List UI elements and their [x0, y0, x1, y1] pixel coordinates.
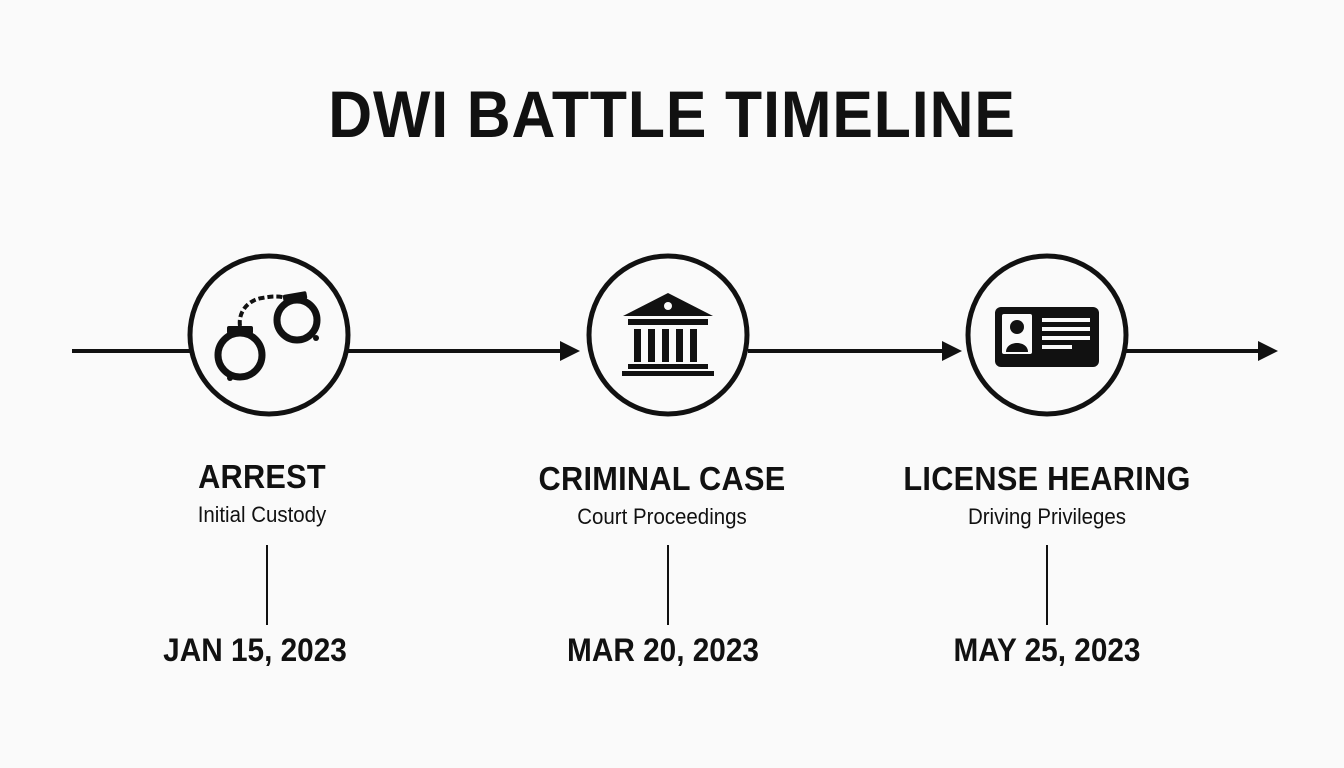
step-criminal-case: CRIMINAL CASE Court Proceedings — [482, 460, 842, 530]
connector-line — [1046, 545, 1048, 625]
step-date: JAN 15, 2023 — [163, 632, 347, 668]
step-subtitle: Initial Custody — [197, 502, 327, 527]
step-circle-criminal-case — [586, 253, 750, 417]
step-name: ARREST — [198, 458, 326, 495]
arrow-icon — [1258, 341, 1278, 361]
handcuffs-icon — [214, 291, 321, 381]
id-card-icon — [995, 307, 1099, 367]
step-date: MAY 25, 2023 — [953, 632, 1141, 668]
page-title: DWI BATTLE TIMELINE — [328, 77, 1016, 151]
step-circle-arrest — [187, 253, 351, 417]
step-subtitle: Court Proceedings — [577, 504, 747, 529]
courthouse-icon — [622, 293, 714, 376]
arrow-icon — [560, 341, 580, 361]
arrow-icon — [942, 341, 962, 361]
step-date: MAR 20, 2023 — [567, 632, 759, 668]
step-subtitle: Driving Privileges — [967, 504, 1127, 529]
step-name: CRIMINAL CASE — [538, 460, 786, 497]
step-arrest: ARREST Initial Custody — [82, 458, 442, 528]
step-name: LICENSE HEARING — [903, 460, 1191, 497]
connector-line — [667, 545, 669, 625]
connector-line — [266, 545, 268, 625]
step-license-hearing: LICENSE HEARING Driving Privileges — [867, 460, 1227, 530]
step-circle-license-hearing — [965, 253, 1129, 417]
